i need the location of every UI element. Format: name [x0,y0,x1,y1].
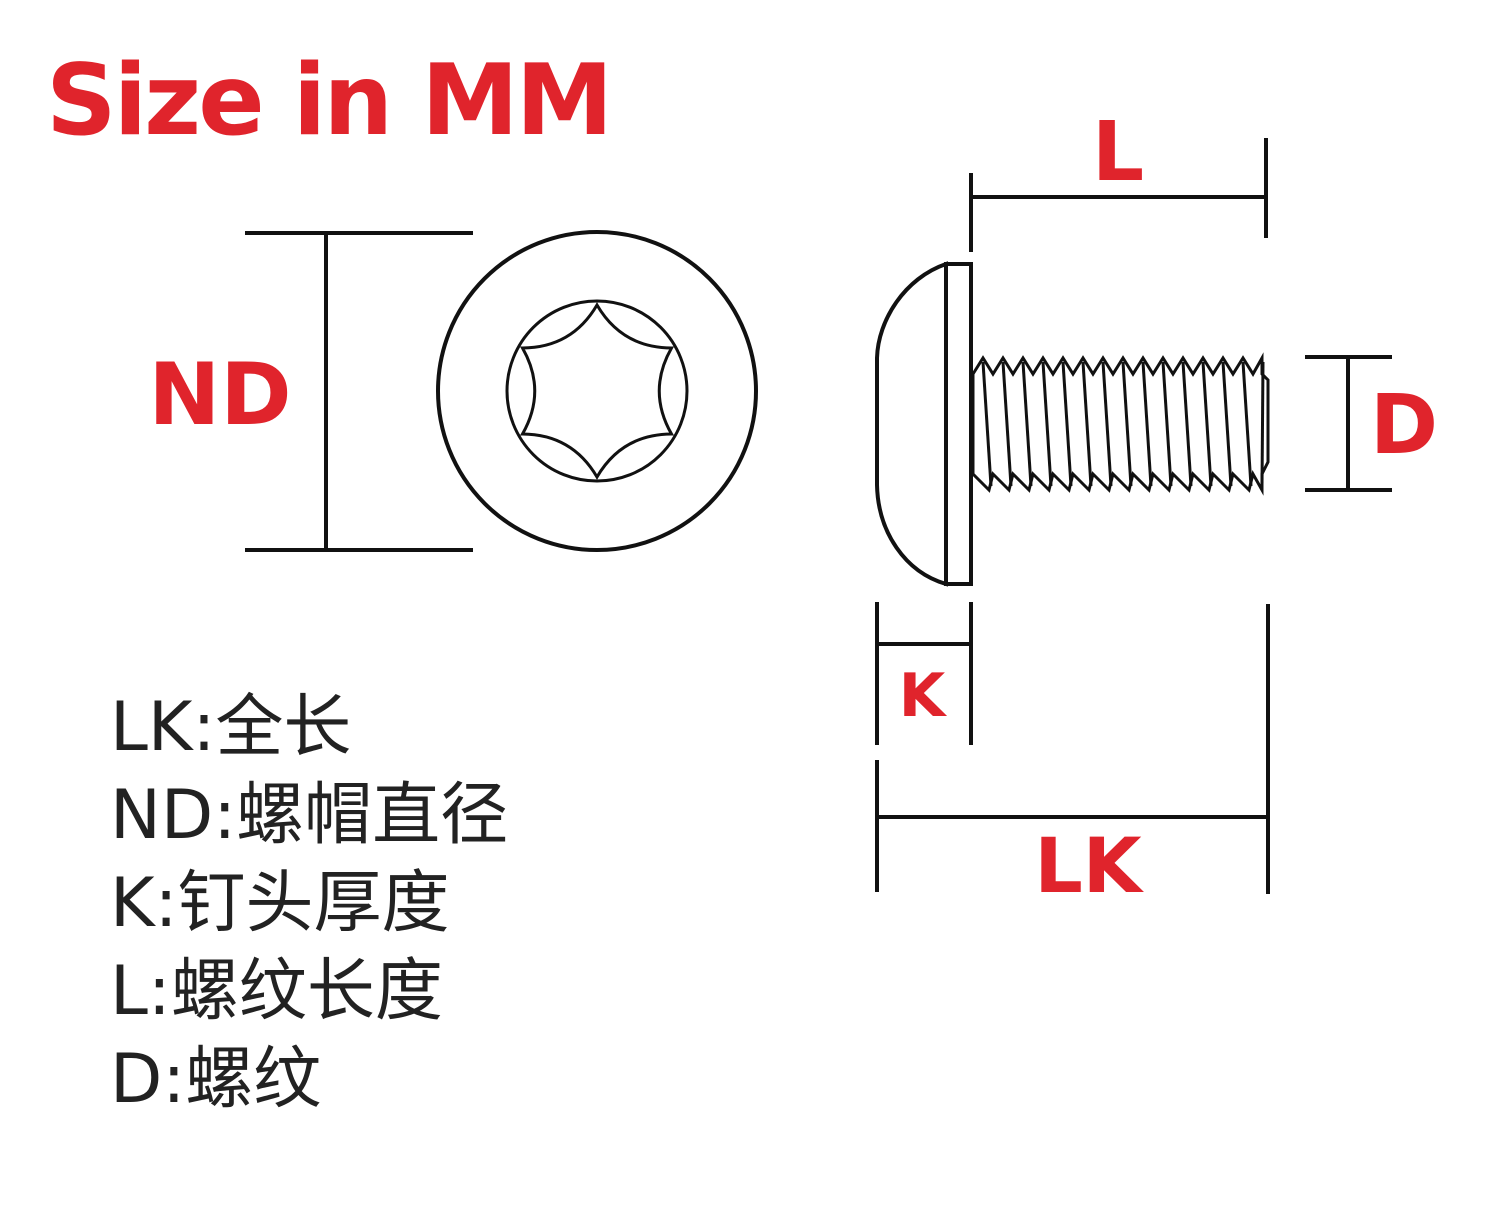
legend-item-lk: LK:全长 [110,688,352,767]
head-outline-circle [436,230,758,552]
thread-crest-line [1181,361,1193,487]
k-label: K [899,661,948,731]
nd-dimension: ND [148,231,473,552]
thread-crest-line [1221,361,1233,487]
thread-helix-lines [981,361,1265,487]
legend-item-k: K:钉头厚度 [110,864,450,943]
legend-text: 螺纹长度 [170,952,443,1031]
screw-head-front-view [436,230,758,552]
legend-key: LK [110,688,193,767]
legend-item-l: L:螺纹长度 [110,952,443,1031]
nd-label: ND [148,345,291,445]
legend: LK:全长 ND:螺帽直径 K:钉头厚度 L:螺纹长度 D:螺纹 [110,684,508,1124]
head-dome [875,261,948,587]
page-title: Size in MM [46,44,613,158]
screw-side-view [875,261,1270,587]
thread-crest-line [1141,361,1153,487]
thread-crest-line [1121,361,1133,487]
drive-recess-circle [505,299,689,483]
legend-text: 钉头厚度 [177,864,450,943]
thread-crest-line [1260,361,1265,487]
legend-item-nd: ND:螺帽直径 [110,776,509,855]
thread-crest-line [1061,361,1073,487]
thread-crest-line [1001,361,1013,487]
legend-text: 螺帽直径 [236,776,509,855]
legend-item-d: D:螺纹 [110,1040,322,1119]
legend-text: 全长 [215,688,352,767]
d-label: D [1370,378,1438,473]
legend-key: K [110,864,155,943]
thread-crest-line [1201,361,1213,487]
thread-crest-line [1081,361,1093,487]
thread-crest-line [1021,361,1033,487]
thread-crest-line [1041,361,1053,487]
legend-key: L [110,952,148,1031]
legend-key: ND [110,776,214,855]
k-dimension: K [875,602,973,745]
d-dimension: D [1305,355,1438,492]
torx-drive-icon [519,302,675,480]
legend-text: 螺纹 [185,1040,322,1119]
thread-crest-line [1101,361,1113,487]
thread-crest-line [981,361,993,487]
lk-dimension: LK [875,604,1270,910]
head-flange [944,262,973,586]
l-dimension: L [969,105,1268,252]
thread-crest-line [1161,361,1173,487]
lk-label: LK [1034,821,1144,910]
l-label: L [1092,105,1144,200]
thread-crest-line [1241,361,1253,487]
legend-key: D [110,1040,163,1119]
